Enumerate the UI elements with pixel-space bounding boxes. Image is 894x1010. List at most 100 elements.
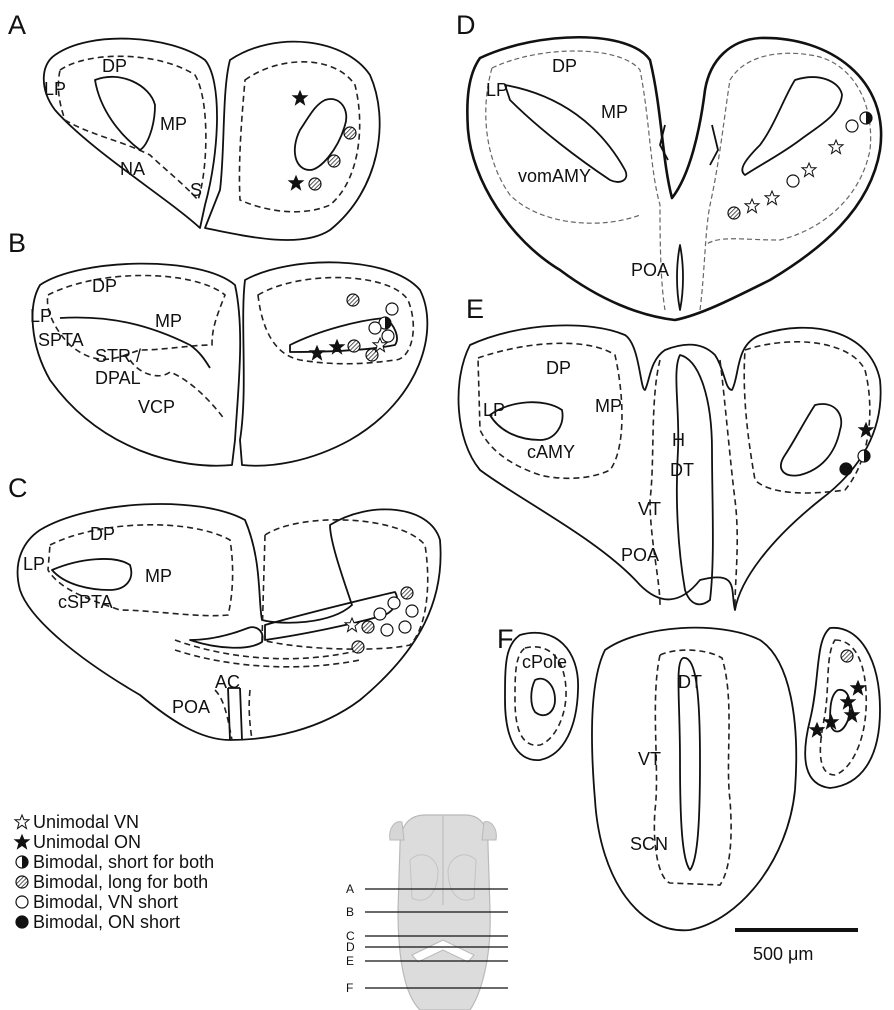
right-hemisphere-outline	[205, 42, 380, 240]
region-label: POA	[631, 260, 669, 280]
open-circle-marker	[399, 621, 411, 633]
filled-star-marker	[293, 91, 307, 105]
panel-b: B DP LP MP SPTA STR / DPAL VCP	[8, 228, 427, 466]
region-label: NA	[120, 159, 145, 179]
hatched-circle-marker	[348, 340, 360, 352]
panel-label: F	[497, 624, 514, 654]
level-label: B	[346, 905, 354, 919]
open-circle-marker	[374, 608, 386, 620]
ventricle-outline	[531, 679, 555, 716]
region-label: S	[190, 180, 202, 200]
open-circle-marker	[381, 624, 393, 636]
open-star-marker	[345, 618, 359, 632]
region-label: LP	[483, 400, 505, 420]
region-label: DP	[552, 56, 577, 76]
region-label: DT	[670, 460, 694, 480]
legend: Unimodal VN Unimodal ON Bimodal, short f…	[15, 812, 214, 932]
region-label: LP	[44, 79, 66, 99]
region-label: cPole	[522, 652, 567, 672]
ventricle-outline	[95, 77, 155, 150]
region-label: SCN	[630, 834, 668, 854]
region-label: LP	[30, 306, 52, 326]
legend-label: Bimodal, short for both	[33, 852, 214, 872]
commissure-outline	[228, 688, 242, 740]
panel-label: E	[466, 294, 484, 324]
dashed-boundary	[650, 360, 737, 605]
olfactory-bulb	[482, 822, 496, 840]
filled-star-marker	[859, 423, 873, 437]
open-circle-marker	[369, 322, 381, 334]
panel-a: A DP LP MP NA S	[8, 10, 380, 240]
region-label: VT	[638, 499, 661, 519]
open-circle-marker	[386, 303, 398, 315]
panel-e: E DP LP MP cAMY H DT VT POA	[459, 294, 881, 610]
legend-label: Bimodal, VN short	[33, 892, 178, 912]
region-label: VCP	[138, 397, 175, 417]
region-label: MP	[145, 566, 172, 586]
region-label: cAMY	[527, 442, 575, 462]
region-label: MP	[595, 396, 622, 416]
region-label: LP	[486, 80, 508, 100]
region-label: DP	[102, 56, 127, 76]
hatched-circle-marker	[352, 641, 364, 653]
open-circle-marker	[406, 605, 418, 617]
panel-d: D DP LP MP vomAMY POA	[456, 10, 881, 320]
open-star-marker	[829, 140, 843, 154]
midline-outline	[660, 125, 718, 165]
hatched-circle-marker	[362, 621, 374, 633]
filled-star-marker	[810, 723, 824, 737]
dashed-boundary	[215, 690, 252, 740]
open-circle-marker	[388, 597, 400, 609]
brain-schematic: A B C D E F	[346, 815, 508, 1010]
region-label: LP	[23, 554, 45, 574]
hatched-circle-marker	[841, 650, 853, 662]
open-star-legend-icon	[15, 815, 29, 829]
level-label: E	[346, 954, 354, 968]
region-label: SPTA	[38, 330, 84, 350]
open-star-marker	[765, 191, 779, 205]
level-label: D	[346, 940, 355, 954]
hatched-circle-marker	[728, 207, 740, 219]
region-label: cSPTA	[58, 592, 113, 612]
hatched-circle-marker	[401, 587, 413, 599]
filled-star-marker	[851, 681, 865, 695]
hatched-circle-marker	[344, 127, 356, 139]
panel-label: D	[456, 10, 476, 40]
right-hemisphere-outline	[240, 262, 427, 465]
open-circle-marker	[846, 120, 858, 132]
region-label: vomAMY	[518, 166, 591, 186]
legend-label: Bimodal, ON short	[33, 912, 180, 932]
hatched-circle-legend-icon	[16, 876, 28, 888]
ventricle-outline	[190, 627, 263, 648]
legend-label: Unimodal VN	[33, 812, 139, 832]
filled-star-marker	[310, 346, 324, 360]
level-label: F	[346, 981, 353, 995]
panel-f: F cPole DT VT SCN	[497, 624, 880, 930]
region-label: POA	[621, 545, 659, 565]
filled-star-marker	[841, 695, 855, 709]
open-circle-legend-icon	[16, 896, 28, 908]
region-label: MP	[601, 102, 628, 122]
region-label: MP	[160, 114, 187, 134]
midline-outline	[677, 245, 683, 310]
filled-star-legend-icon	[15, 835, 29, 849]
hatched-circle-marker	[347, 294, 359, 306]
hatched-circle-marker	[328, 155, 340, 167]
region-label: DP	[546, 358, 571, 378]
half-circle-marker	[858, 450, 870, 462]
panel-label: C	[8, 473, 28, 503]
filled-circle-legend-icon	[16, 916, 28, 928]
filled-circle-marker	[840, 463, 852, 475]
panel-c: C DP LP MP cSPTA AC POA	[8, 473, 441, 740]
region-label: DP	[92, 276, 117, 296]
region-label: DPAL	[95, 368, 141, 388]
level-label: A	[346, 882, 354, 896]
scale-bar-label: 500 μm	[753, 944, 813, 964]
olfactory-bulb	[390, 822, 404, 840]
region-label: STR /	[95, 346, 141, 366]
legend-label: Unimodal ON	[33, 832, 141, 852]
region-label: H	[672, 430, 685, 450]
open-star-marker	[745, 199, 759, 213]
hatched-circle-marker	[309, 178, 321, 190]
